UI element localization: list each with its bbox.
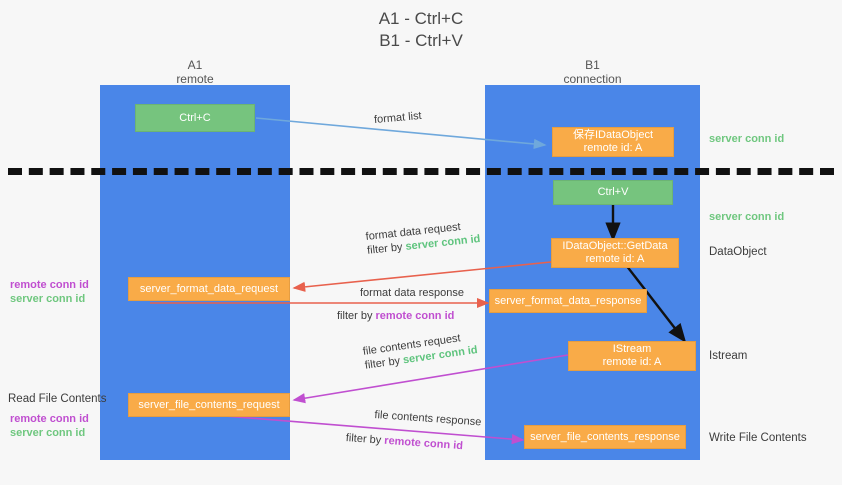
annotation-istream: Istream — [709, 350, 748, 362]
column-b1-subtitle: connection — [563, 72, 622, 86]
annotation-remote-conn-id-1: remote conn id — [10, 279, 89, 291]
node-istream-line2: remote id: A — [602, 356, 662, 368]
annotation-read-file-contents: Read File Contents — [8, 393, 107, 405]
annotation-dataobject: DataObject — [709, 246, 767, 258]
annotation-server-conn-id-second: server conn id — [709, 211, 785, 223]
title-line-2: B1 - Ctrl+V — [379, 31, 463, 50]
edge-label-file-contents-response: file contents response filter by remote … — [345, 408, 482, 454]
node-getdata-line2: remote id: A — [585, 253, 645, 265]
column-header-a1: A1 remote — [100, 58, 290, 86]
node-getdata-line1: IDataObject::GetData — [562, 240, 668, 252]
node-format-data-response-label: server_format_data_response — [494, 294, 642, 307]
node-ctrl-v[interactable]: Ctrl+V — [553, 180, 673, 205]
edge-label-format-list: format list — [373, 109, 423, 127]
edge-label-format-data-request: format data request filter by server con… — [365, 218, 481, 258]
annotation-server-conn-id-2: server conn id — [10, 427, 86, 439]
fmt-resp-filter-key: remote conn id — [375, 310, 455, 322]
annotation-group-format: remote conn id server conn id — [10, 278, 89, 306]
edge-label-format-data-response: format data response filter by remote co… — [337, 286, 464, 323]
node-save-idataobject-line1: 保存IDataObject — [572, 129, 654, 141]
fmt-req-filter-prefix: filter by — [366, 240, 407, 257]
node-save-idataobject-line2: remote id: A — [583, 142, 643, 154]
column-a1-subtitle: remote — [176, 72, 214, 86]
title-line-1: A1 - Ctrl+C — [378, 9, 464, 28]
node-server-file-contents-response[interactable]: server_file_contents_response — [524, 425, 686, 449]
column-b1-name: B1 — [585, 58, 600, 72]
annotation-server-conn-id-top: server conn id — [709, 133, 785, 145]
annotation-server-conn-id-1: server conn id — [10, 293, 86, 305]
column-header-b1: B1 connection — [485, 58, 700, 86]
node-server-format-data-response[interactable]: server_format_data_response — [489, 289, 647, 313]
node-format-data-request-label: server_format_data_request — [139, 282, 279, 295]
node-istream[interactable]: IStream remote id: A — [568, 341, 696, 371]
edge-label-fmt-resp-filter: filter by remote conn id — [337, 309, 464, 323]
page-title: A1 - Ctrl+C B1 - Ctrl+V — [0, 8, 842, 52]
edge-label-file-resp-filter: filter by remote conn id — [345, 431, 480, 454]
edge-label-file-resp-top: file contents response — [374, 408, 482, 429]
column-a1-name: A1 — [187, 58, 203, 72]
node-file-contents-response-label: server_file_contents_response — [530, 430, 680, 443]
node-save-idataobject[interactable]: 保存IDataObject remote id: A — [552, 127, 674, 157]
node-file-contents-request-label: server_file_contents_request — [138, 398, 280, 411]
annotation-group-file: remote conn id server conn id — [10, 412, 89, 440]
edge-label-file-contents-request: file contents request filter by server c… — [362, 329, 479, 373]
file-resp-filter-prefix: filter by — [345, 432, 385, 447]
node-idataobject-getdata[interactable]: IDataObject::GetData remote id: A — [551, 238, 679, 268]
node-ctrl-c-label: Ctrl+C — [179, 111, 211, 124]
node-server-format-data-request[interactable]: server_format_data_request — [128, 277, 290, 301]
node-istream-line1: IStream — [612, 343, 652, 355]
node-ctrl-c[interactable]: Ctrl+C — [135, 104, 255, 132]
fmt-resp-filter-prefix: filter by — [337, 310, 376, 322]
file-resp-filter-key: remote conn id — [383, 434, 464, 453]
node-ctrl-v-label: Ctrl+V — [597, 186, 629, 198]
edge-label-fmt-resp-top: format data response — [360, 287, 464, 299]
annotation-remote-conn-id-2: remote conn id — [10, 413, 89, 425]
annotation-write-file-contents: Write File Contents — [709, 432, 807, 444]
file-req-filter-prefix: filter by — [364, 354, 404, 372]
node-server-file-contents-request[interactable]: server_file_contents_request — [128, 393, 290, 417]
phase-divider — [8, 168, 834, 175]
